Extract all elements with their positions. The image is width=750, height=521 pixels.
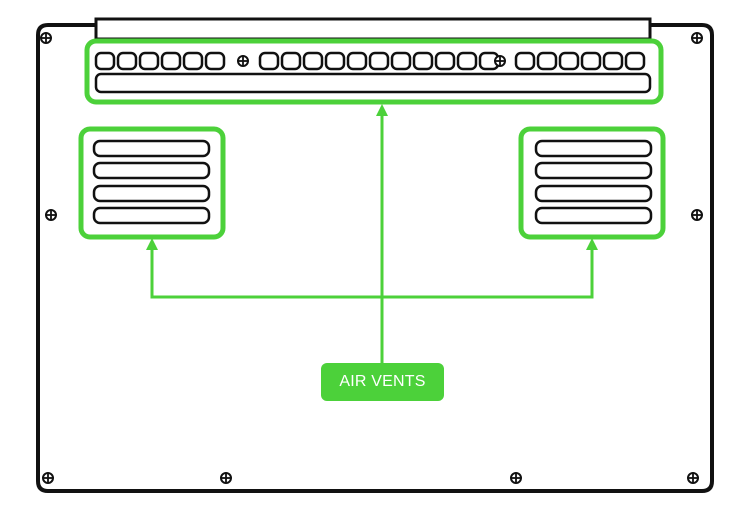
top-vent-slots [94,51,646,71]
vent-slot [302,51,324,71]
air-vents-label-bg [321,363,444,401]
top-vent-long-slot [94,72,652,94]
laptop-case-outline [36,23,714,493]
vent-slot [324,51,346,71]
vent-slot [160,51,182,71]
hinge-panel [94,17,652,41]
vent-slot [182,51,204,71]
callout-arrowheads [146,104,598,250]
screw-icon [687,472,699,484]
vent-slot [280,51,302,71]
right-vent-highlight [518,126,666,240]
vent-slot [456,51,478,71]
vent-slot [94,51,116,71]
vent-slot [602,51,624,71]
vent-slot [580,51,602,71]
vent-slot [558,51,580,71]
screw-icon [494,55,506,67]
arrowhead-left-vent [146,238,158,250]
screw-icon [691,209,703,221]
screw-icon [40,32,52,44]
vent-slot [346,51,368,71]
screw-icon [220,472,232,484]
screw-icon [42,472,54,484]
left-vent-slots [92,139,211,225]
vent-slot [258,51,280,71]
right-vent-slots [534,139,653,225]
vent-slot [116,51,138,71]
callout-connectors [150,112,594,363]
screw-icon [691,32,703,44]
vent-slot [390,51,412,71]
air-vents-label: AIR VENTS [339,373,426,390]
vent-slot [514,51,536,71]
screw-icon [510,472,522,484]
arrowhead-top-vent [376,104,388,116]
arrowhead-right-vent [586,238,598,250]
vent-slot [434,51,456,71]
vent-slot [368,51,390,71]
left-vent-highlight [78,126,226,240]
screw-icon [45,209,57,221]
vent-slot [536,51,558,71]
screw-icon [237,55,249,67]
vent-slot [624,51,646,71]
vent-slot [204,51,226,71]
vent-slot [138,51,160,71]
screws [40,32,703,484]
vent-slot [412,51,434,71]
